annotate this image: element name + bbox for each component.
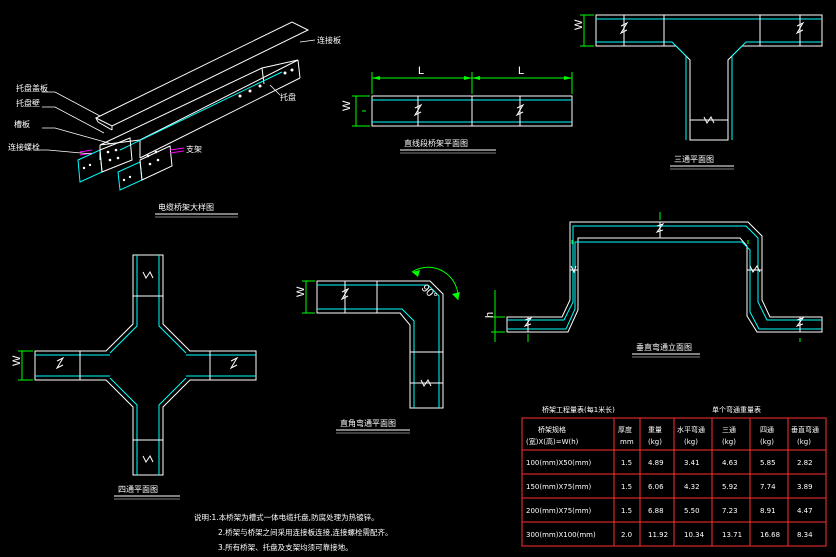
table-title-right: 单个弯通重量表: [712, 405, 761, 414]
table-header-unit: (kg): [648, 438, 662, 446]
table-cell: 5.50: [684, 507, 700, 515]
table-cell: 4.63: [722, 459, 738, 467]
table-header-unit: (kg): [684, 438, 698, 446]
table-cell: 300(mm)X100(mm): [526, 531, 596, 539]
straight-dim-l-1: L: [418, 65, 424, 77]
note-1: 说明:1.本桥架为槽式一体电缆托盘,防腐处理为热镀锌。: [194, 512, 379, 522]
table-header-unit: (kg): [797, 438, 811, 446]
table-cell: 3.41: [684, 459, 700, 467]
table-header: 三通: [722, 425, 736, 434]
table-cell: 2.82: [797, 459, 813, 467]
table-cell: 1.5: [621, 507, 632, 515]
perspective-label-5: 连接板: [317, 35, 341, 45]
table-cell: 200(mm)X75(mm): [526, 507, 592, 515]
table-cell: 13.71: [722, 531, 742, 539]
straight-dim-l-2: L: [518, 65, 524, 77]
vertical-title: 垂直弯通立面图: [636, 342, 692, 352]
perspective-label-6: 托盘: [280, 92, 296, 102]
perspective-label-4: 连接螺栓: [8, 142, 40, 152]
cross-plan: [18, 254, 257, 476]
table-cell: 4.89: [648, 459, 664, 467]
table-cell: 100(mm)X50(mm): [526, 459, 592, 467]
vertical-dim-h: h: [484, 312, 496, 318]
notes: 说明:1.本桥架为槽式一体电缆托盘,防腐处理为热镀锌。 2.桥架与桥架之间采用连…: [194, 512, 393, 552]
table-cell: 11.92: [648, 531, 668, 539]
table-header: 桥架规格: [538, 425, 566, 434]
vertical-bend-elevation: [491, 212, 823, 342]
table-cell: 5.92: [722, 483, 738, 491]
table-cell: 6.06: [648, 483, 664, 491]
table-cell: 3.89: [797, 483, 813, 491]
tee-title: 三通平面图: [674, 154, 714, 164]
table-header: 四通: [760, 425, 774, 434]
table-cell: 2.0: [621, 531, 632, 539]
table-header: 重量: [648, 426, 662, 434]
elbow-dim-w: W: [295, 286, 307, 297]
table-header: 垂直弯通: [791, 425, 819, 434]
perspective-label-3: 槽板: [14, 119, 30, 129]
perspective-labels: 托盘盖板 托盘壁 槽板 连接螺栓 连接板 托盘 支架: [8, 35, 341, 154]
quantity-table: 桥架工程量表(每1米长) 单个弯通重量表 桥架规格 厚度 重量 水平弯通 三通 …: [521, 405, 827, 547]
table-cell: 8.91: [760, 507, 776, 515]
table-cell: 5.85: [760, 459, 776, 467]
elbow-plan: [302, 266, 460, 409]
table-cell: 7.74: [760, 483, 776, 491]
perspective-label-1: 托盘盖板: [16, 83, 48, 93]
cross-dim-w: W: [11, 355, 23, 366]
table-cell: 8.34: [797, 531, 813, 539]
table-cell: 1.5: [621, 483, 632, 491]
table-header: 水平弯通: [677, 425, 705, 434]
table-header-unit: mm: [620, 438, 634, 446]
table-title-left: 桥架工程量表(每1米长): [542, 405, 615, 414]
cross-title: 四通平面图: [118, 484, 158, 494]
table-cell: 7.23: [722, 507, 738, 515]
table-header-unit: (kg): [760, 438, 774, 446]
table-cell: 16.68: [760, 531, 780, 539]
note-2: 2.桥架与桥架之间采用连接板连接,连接螺栓需配齐。: [218, 527, 393, 537]
table-header-unit: (宽)X(高)=W(h): [526, 437, 579, 446]
table-header: 厚度: [618, 425, 632, 434]
cable-tray-perspective-view: [34, 21, 316, 191]
table-header-unit: (kg): [722, 438, 736, 446]
table-cell: 4.47: [797, 507, 813, 515]
straight-dim-w: W: [341, 100, 353, 111]
table-cell: 1.5: [621, 459, 632, 467]
tee-dim-w: W: [573, 19, 585, 30]
straight-title: 直线段桥架平面图: [404, 138, 468, 148]
table-cell: 10.34: [684, 531, 705, 539]
table-cell: 6.88: [648, 507, 664, 515]
perspective-title: 电缆桥架大样图: [158, 202, 214, 212]
table-cell: 150(mm)X75(mm): [526, 483, 592, 491]
tee-plan: [580, 14, 823, 141]
perspective-label-7: 支架: [186, 144, 202, 154]
table-cell: 4.32: [684, 483, 700, 491]
perspective-label-2: 托盘壁: [16, 98, 40, 108]
elbow-title: 直角弯通平面图: [340, 418, 396, 428]
straight-section-plan: [352, 72, 573, 127]
note-3: 3.所有桥架、托盘及支架均须可靠接地。: [218, 542, 353, 552]
